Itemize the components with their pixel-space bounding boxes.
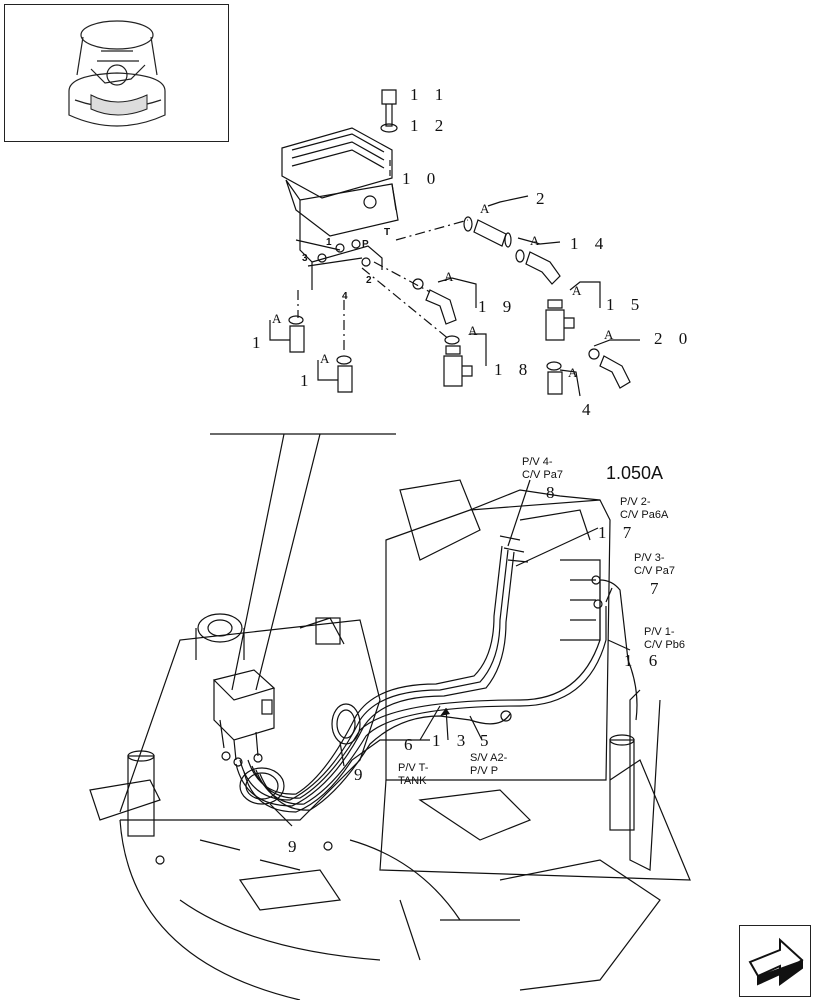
- callout-9b: 9: [288, 837, 303, 856]
- group-letter-a: A: [480, 201, 490, 216]
- group-letter-a: A: [272, 311, 282, 326]
- port-label-4: 4: [342, 291, 348, 302]
- group-letter-a: A: [572, 283, 582, 298]
- reference-code: 1.050A: [606, 463, 664, 483]
- callout-9a: 9: [354, 765, 369, 784]
- callout-8: 8: [546, 483, 561, 502]
- callout-13: 1 3: [432, 731, 472, 750]
- hose-label-pv1: P/V 1-C/V Pb6: [644, 626, 685, 651]
- callout-1a: 1: [252, 333, 267, 352]
- group-letter-a: A: [530, 233, 540, 248]
- group-letter-a: A: [604, 327, 614, 342]
- callout-11: 1 1: [410, 85, 450, 104]
- machine-cab-thumbnail-icon: [4, 4, 229, 142]
- port-label-3: 3: [302, 253, 308, 264]
- callout-20: 2 0: [654, 329, 694, 348]
- hose-label-sva2: S/V A2-P/V P: [470, 752, 508, 777]
- callout-6: 6: [404, 735, 419, 754]
- callout-19: 1 9: [478, 297, 518, 316]
- callout-16: 1 6: [624, 651, 664, 670]
- callout-18: 1 8: [494, 360, 534, 379]
- callout-2: 2: [536, 189, 551, 208]
- port-label-2: 2: [366, 275, 372, 286]
- hose-label-pv3: P/V 3-C/V Pa7: [634, 552, 675, 577]
- group-letter-a: A: [320, 351, 330, 366]
- hose-label-pv2: P/V 2-C/V Pa6A: [620, 496, 669, 521]
- callout-15: 1 5: [606, 295, 646, 314]
- port-label-t: T: [384, 227, 391, 238]
- callout-17: 1 7: [598, 523, 638, 542]
- hose-label-pv4: P/V 4-C/V Pa7: [522, 456, 563, 481]
- group-letter-a: A: [468, 323, 478, 338]
- callout-1b: 1: [300, 371, 315, 390]
- group-letter-a: A: [444, 269, 454, 284]
- callout-4: 4: [582, 400, 597, 419]
- callout-14: 1 4: [570, 234, 610, 253]
- port-label-1: 1: [326, 237, 332, 248]
- callout-12: 1 2: [410, 116, 450, 135]
- callout-5: 5: [480, 731, 495, 750]
- group-letter-a: A: [568, 365, 578, 380]
- next-page-arrow-icon[interactable]: [739, 925, 811, 997]
- hose-label-pvt: P/V T-TANK: [398, 762, 429, 787]
- callout-10: 1 0: [402, 169, 442, 188]
- port-label-p: P: [362, 239, 369, 250]
- callout-7: 7: [650, 579, 665, 598]
